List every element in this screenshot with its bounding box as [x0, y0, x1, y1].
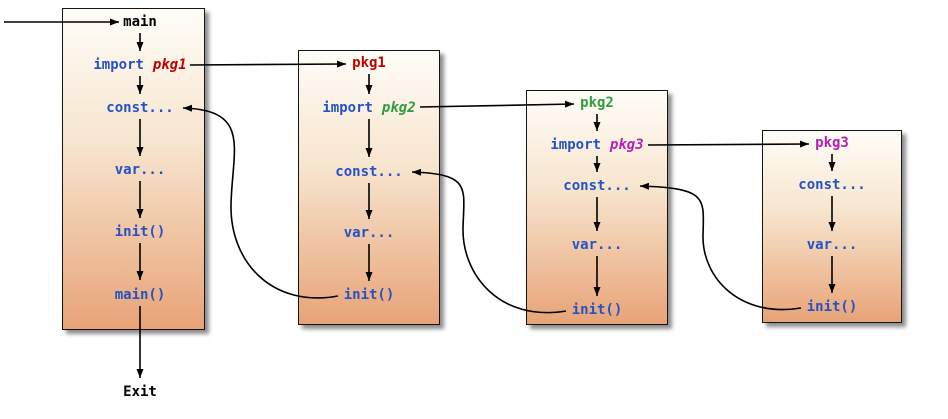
node-pkg2-const: const... — [563, 178, 631, 194]
node-main-const: const... — [106, 100, 174, 116]
node-main-mainfn: main() — [114, 287, 166, 303]
box-main — [62, 8, 205, 330]
node-pkg1-const: const... — [335, 164, 403, 180]
node-pkg3-var: var... — [806, 237, 858, 253]
node-pkg1-import: import pkg2 — [322, 100, 415, 116]
arrow-return-pkg1-init-to-main-const — [182, 104, 339, 299]
node-pkg2-import: import pkg3 — [550, 137, 643, 153]
node-pkg3-const: const... — [798, 177, 866, 193]
node-pkg1-init: init() — [343, 287, 395, 303]
node-pkg3-title: pkg3 — [815, 135, 849, 151]
arrow-return-pkg2-init-to-pkg1-const — [411, 168, 567, 314]
node-main-import: import pkg1 — [93, 57, 186, 73]
exit-label: Exit — [123, 384, 157, 400]
import-arg-pkg2: pkg2 — [381, 100, 416, 116]
node-main-var: var... — [114, 162, 166, 178]
node-pkg1-title: pkg1 — [352, 55, 386, 71]
node-pkg3-init: init() — [806, 299, 858, 315]
node-pkg2-init: init() — [571, 302, 623, 318]
node-pkg2-var: var... — [571, 237, 623, 253]
import-keyword: import — [322, 100, 373, 116]
arrow-import-pkg2 — [419, 100, 575, 108]
node-pkg1-var: var... — [343, 225, 395, 241]
import-keyword: import — [550, 137, 601, 153]
arrow-import-pkg3 — [647, 140, 810, 148]
node-pkg2-title: pkg2 — [580, 95, 614, 111]
arrow-import-pkg1 — [189, 60, 347, 68]
arrow-return-pkg3-init-to-pkg2-const — [639, 182, 802, 311]
import-arg-pkg1: pkg1 — [152, 57, 187, 73]
node-main-init: init() — [114, 224, 166, 240]
import-arg-pkg3: pkg3 — [609, 137, 644, 153]
node-main-title: main — [123, 14, 157, 30]
import-keyword: import — [93, 57, 144, 73]
